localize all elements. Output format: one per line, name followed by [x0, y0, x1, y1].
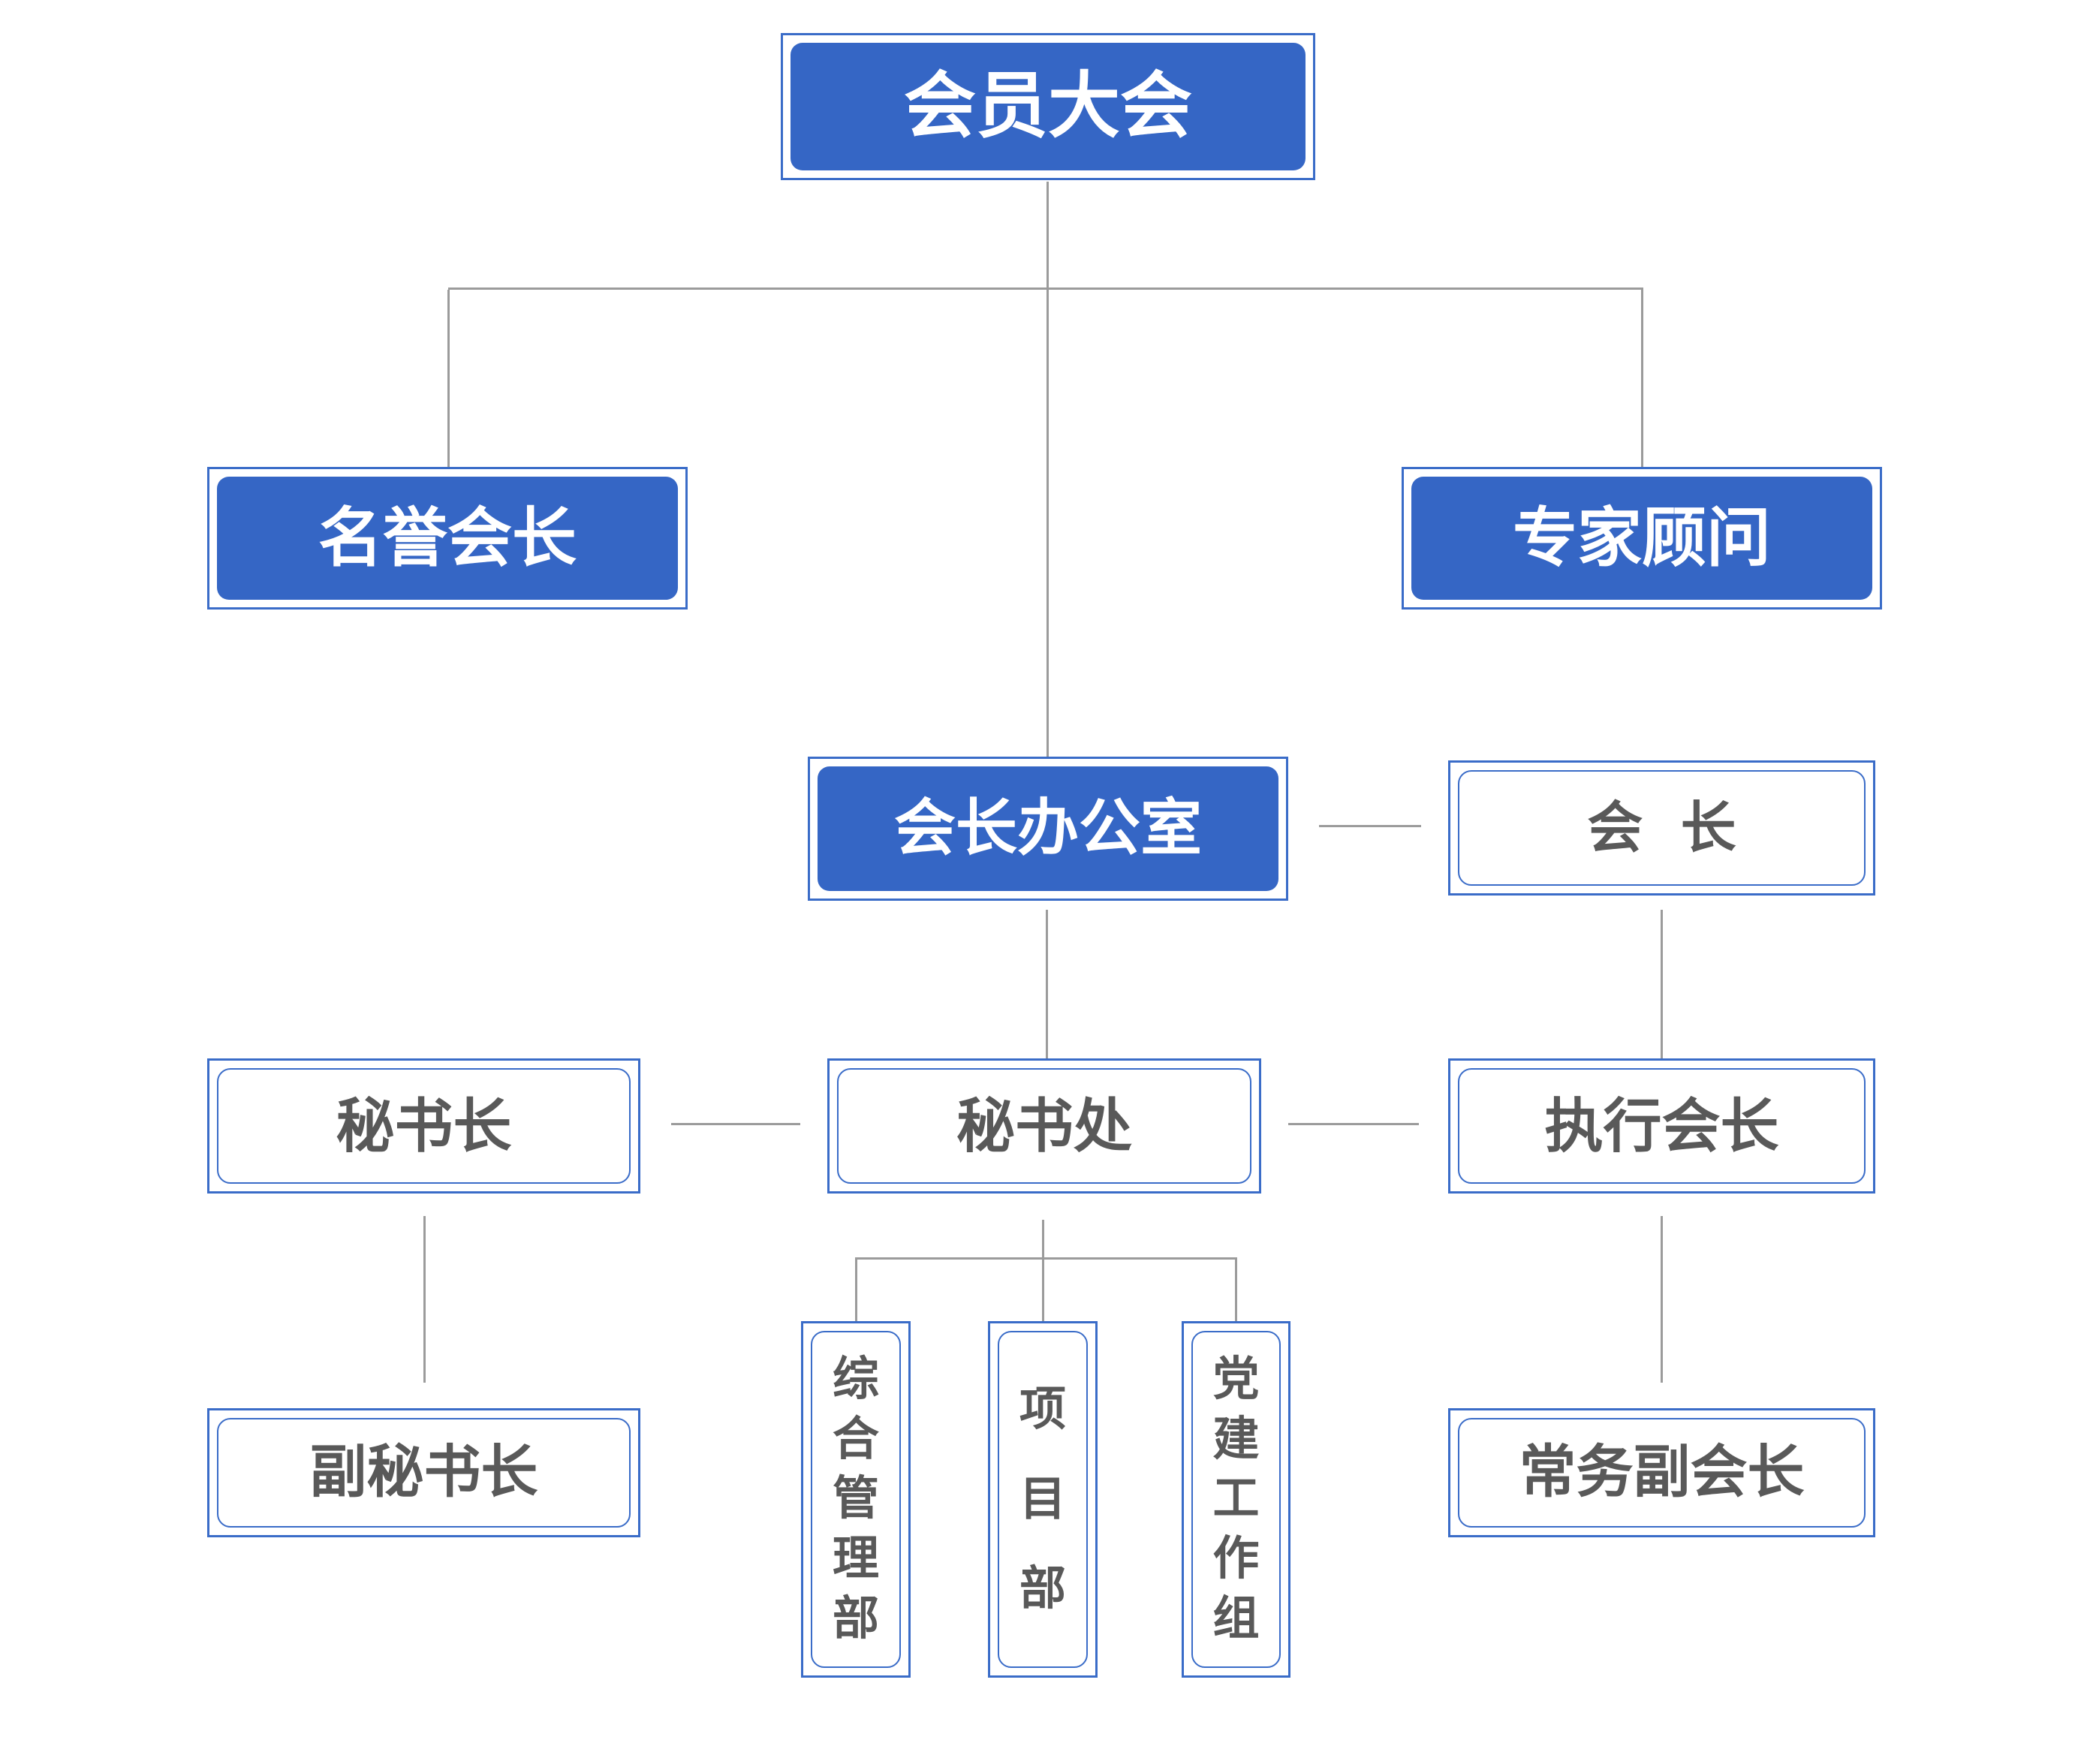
node-standing-vice-president-label: 常务副会长	[1519, 1440, 1805, 1504]
node-president: 会 长	[1448, 760, 1875, 896]
node-secretary-general-label: 秘书长	[336, 1093, 512, 1159]
node-deputy-secretary-general: 副秘书长	[207, 1408, 640, 1537]
node-standing-vice-president: 常务副会长	[1448, 1408, 1875, 1537]
node-president-office: 会长办公室	[808, 757, 1288, 901]
node-expert-advisor-label: 专家顾问	[1513, 502, 1771, 574]
node-executive-president: 执行会长	[1448, 1058, 1875, 1194]
node-president-label: 会 长	[1587, 796, 1736, 859]
connector-office-to-secretariat	[1046, 910, 1048, 1058]
connector-office-president	[1319, 825, 1421, 827]
node-members-assembly-label: 会员大会	[904, 66, 1192, 146]
connector-secretariat-executive	[1288, 1123, 1419, 1125]
node-executive-president-label: 执行会长	[1544, 1093, 1779, 1159]
connector-secretariat-stem	[1042, 1220, 1044, 1321]
connector-drop-expert-advisor	[1641, 290, 1643, 467]
connector-assembly-to-office	[1046, 182, 1049, 757]
node-party-building-group-label: 党建工作组	[1212, 1353, 1260, 1645]
connector-drop-party-building	[1235, 1260, 1237, 1321]
connector-drop-general-management	[855, 1260, 857, 1321]
node-project-dept-label: 项目部	[1019, 1383, 1066, 1615]
node-party-building-group: 党建工作组	[1182, 1321, 1290, 1678]
connector-executive-to-standing	[1661, 1216, 1663, 1383]
connector-drop-honorary-president	[447, 290, 450, 467]
node-general-management-dept-label: 综合管理部	[832, 1353, 879, 1645]
connector-secgeneral-secretariat	[671, 1123, 800, 1125]
node-honorary-president-label: 名誉会长	[318, 502, 577, 574]
node-expert-advisor: 专家顾问	[1402, 467, 1882, 610]
node-secretary-general: 秘书长	[207, 1058, 640, 1194]
connector-level2-crossbar	[448, 287, 1643, 290]
node-project-dept: 项目部	[988, 1321, 1098, 1678]
node-secretariat-label: 秘书处	[956, 1093, 1132, 1159]
connector-secgeneral-to-deputy	[423, 1216, 426, 1383]
node-deputy-secretary-general-label: 副秘书长	[309, 1440, 538, 1504]
node-members-assembly: 会员大会	[781, 33, 1315, 180]
connector-departments-crossbar	[855, 1257, 1237, 1260]
node-secretariat: 秘书处	[827, 1058, 1261, 1194]
node-president-office-label: 会长办公室	[893, 794, 1202, 862]
connector-president-to-executive	[1661, 910, 1663, 1058]
node-honorary-president: 名誉会长	[207, 467, 688, 610]
node-general-management-dept: 综合管理部	[801, 1321, 911, 1678]
